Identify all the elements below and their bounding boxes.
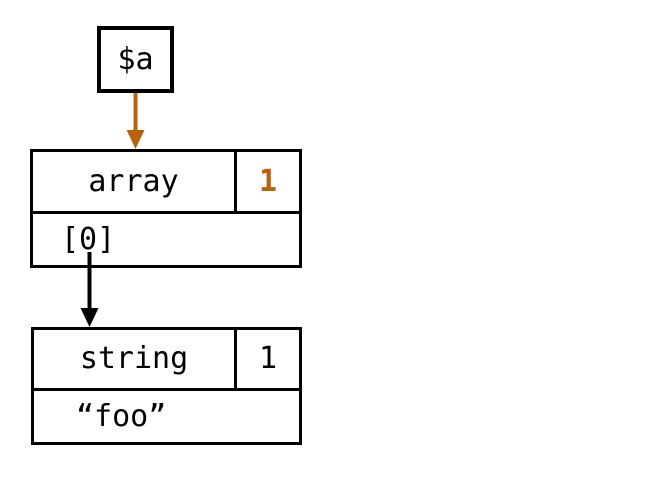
variable-to-array-arrow — [126, 93, 145, 149]
string-value-label: “foo” — [76, 398, 167, 434]
string-type-row: string 1 — [34, 330, 299, 391]
variable-to-array-arrow-head — [126, 130, 145, 149]
array-type-label: array — [88, 163, 179, 199]
string-type-label: string — [79, 341, 189, 376]
variable-label: $a — [117, 41, 154, 77]
array-slot-label: [0] — [61, 221, 116, 257]
array-type-row: array 1 — [33, 152, 299, 214]
array-slot-row: [0] — [33, 214, 299, 265]
array-refcount: 1 — [234, 152, 299, 211]
variable-box: $a — [97, 26, 174, 93]
array-zval-box: array 1 [0] — [30, 149, 302, 268]
string-refcount: 1 — [234, 330, 299, 388]
string-value-row: “foo” — [34, 391, 299, 442]
array-slot-to-string-arrow-head — [80, 308, 99, 327]
string-zval-box: string 1 “foo” — [31, 327, 302, 445]
